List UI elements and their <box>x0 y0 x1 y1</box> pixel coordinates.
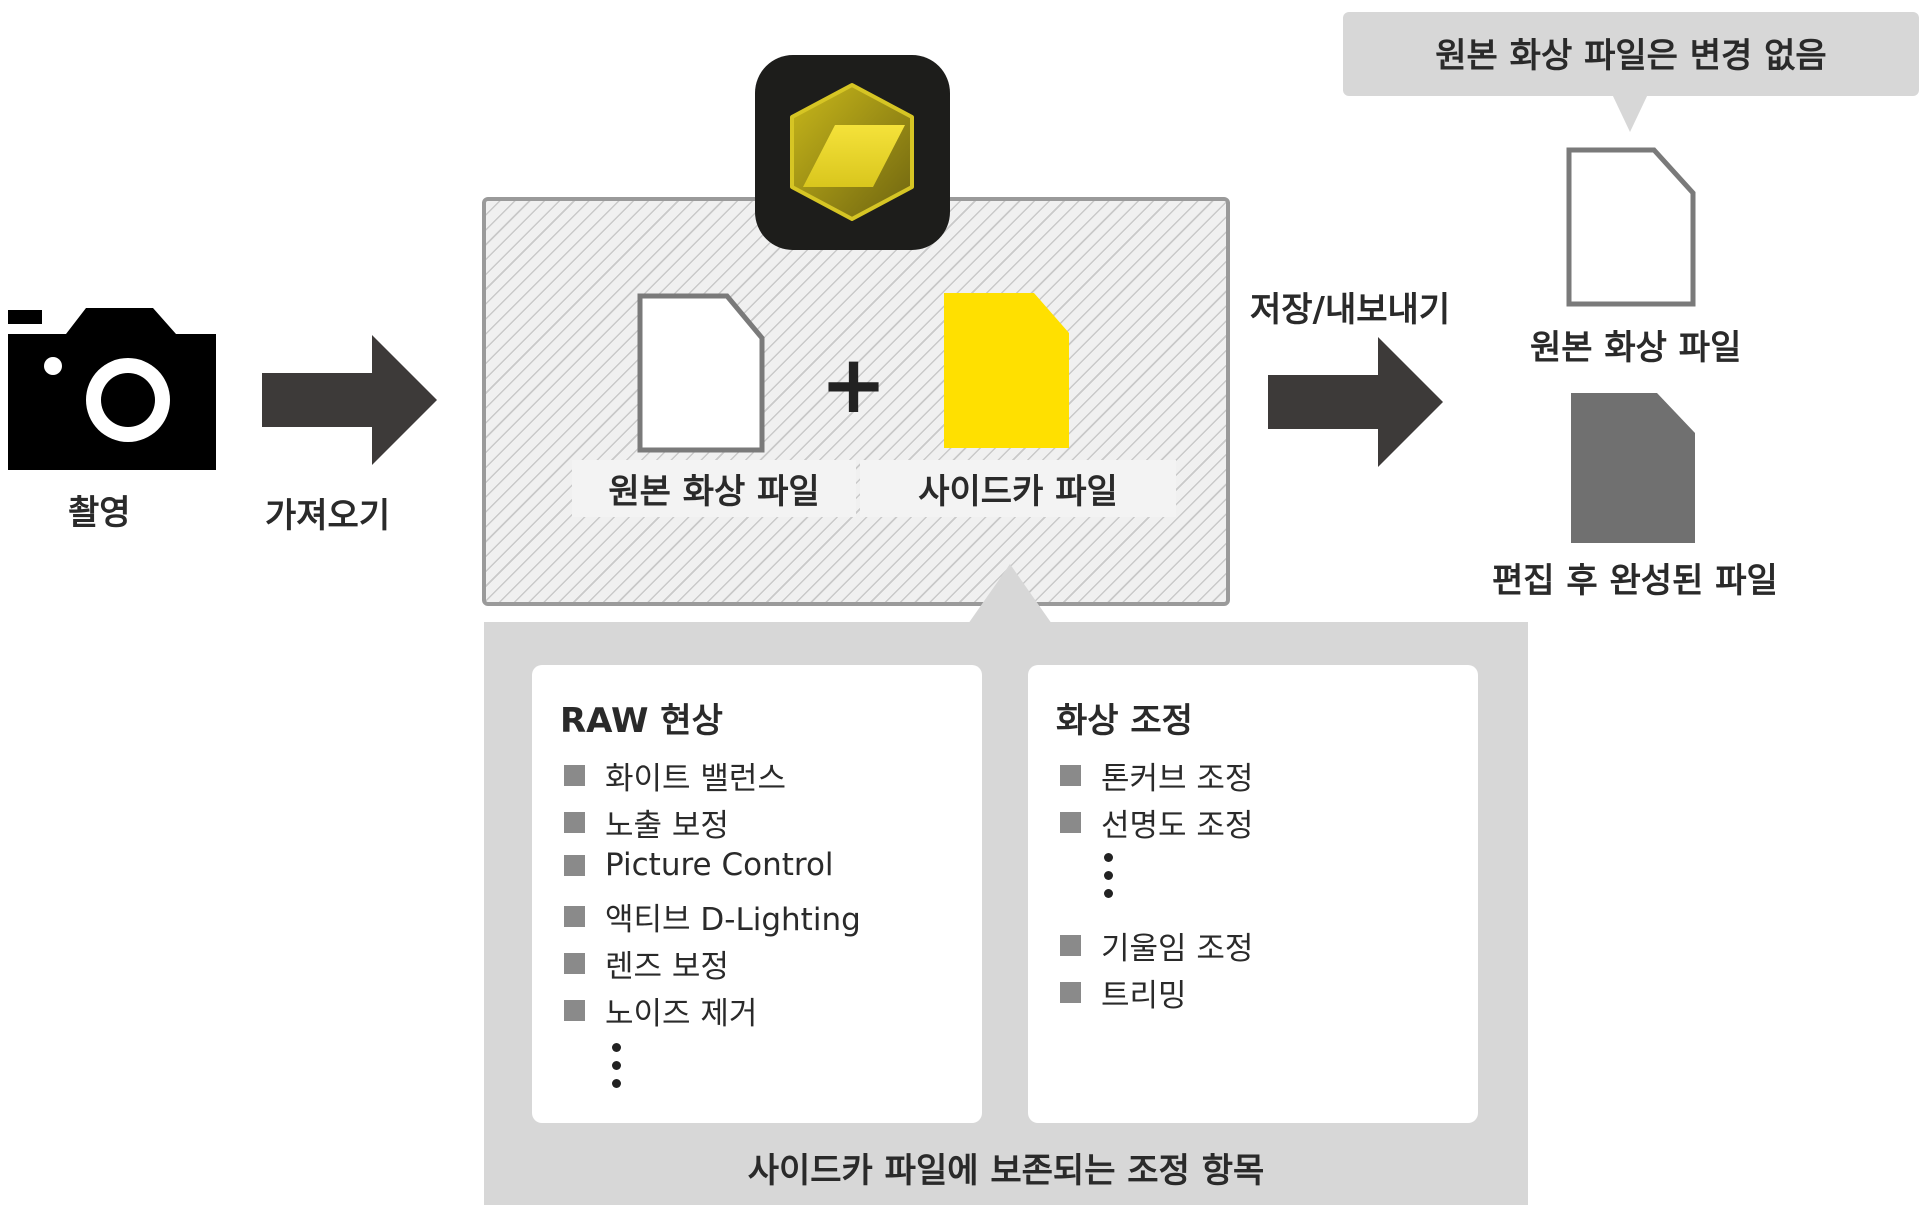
unchanged-note-text: 원본 화상 파일은 변경 없음 <box>1435 36 1827 76</box>
panel-caption: 사이드카 파일에 보존되는 조정 항목 <box>747 1151 1265 1191</box>
bullet-square-icon <box>1060 935 1081 956</box>
unchanged-note-bubble <box>1343 12 1919 96</box>
workspace-sidecar-file-label: 사이드카 파일 <box>860 460 1176 517</box>
bullet-square-icon <box>564 906 585 927</box>
list-item: 렌즈 보정 <box>564 941 729 986</box>
export-label: 저장/내보내기 <box>1250 290 1451 330</box>
output-original-file-label: 원본 화상 파일 <box>1530 328 1742 368</box>
image-adjustment-card: 화상 조정 톤커브 조정 선명도 조정 기울임 조정 트리밍 <box>1028 665 1478 1123</box>
plus-symbol: + <box>820 338 888 431</box>
bullet-square-icon <box>564 854 585 876</box>
raw-group-title: RAW 현상 <box>560 701 723 741</box>
image-group-title: 화상 조정 <box>1056 701 1193 741</box>
capture-label: 촬영 <box>68 493 131 533</box>
list-item: 액티브 D-Lighting <box>564 894 861 939</box>
raw-processing-card: RAW 현상 화이트 밸런스 노출 보정 Picture Control 액티브… <box>532 665 982 1123</box>
original-file-document-icon <box>637 293 767 457</box>
list-item: 노이즈 제거 <box>564 988 757 1033</box>
list-item: 화이트 밸런스 <box>564 753 786 798</box>
sidecar-file-document-icon <box>944 293 1072 454</box>
list-item: 선명도 조정 <box>1060 800 1253 845</box>
bullet-square-icon <box>1060 765 1081 786</box>
workspace-original-file-label: 원본 화상 파일 <box>572 460 856 517</box>
app-icon <box>755 55 950 250</box>
list-item: Picture Control <box>564 847 834 883</box>
bullet-square-icon <box>564 765 585 786</box>
list-item: 기울임 조정 <box>1060 923 1253 968</box>
export-arrow-icon <box>1268 337 1446 471</box>
import-arrow-icon <box>262 335 440 469</box>
import-label: 가져오기 <box>265 496 391 536</box>
bullet-square-icon <box>564 812 585 833</box>
edited-file-document-icon <box>1571 393 1697 549</box>
more-items-ellipsis-icon <box>1104 853 1114 907</box>
bullet-square-icon <box>1060 812 1081 833</box>
bullet-square-icon <box>1060 982 1081 1003</box>
output-original-file-document-icon <box>1566 147 1698 311</box>
list-item: 노출 보정 <box>564 800 729 845</box>
panel-pointer <box>968 564 1052 624</box>
more-items-ellipsis-icon <box>612 1043 622 1097</box>
list-item: 트리밍 <box>1060 970 1187 1015</box>
edited-file-label: 편집 후 완성된 파일 <box>1492 561 1778 601</box>
bubble-tail <box>1612 94 1648 132</box>
bullet-square-icon <box>564 1000 585 1021</box>
software-workspace <box>482 197 1230 606</box>
camera-icon <box>8 300 218 475</box>
bullet-square-icon <box>564 953 585 974</box>
list-item: 톤커브 조정 <box>1060 753 1253 798</box>
